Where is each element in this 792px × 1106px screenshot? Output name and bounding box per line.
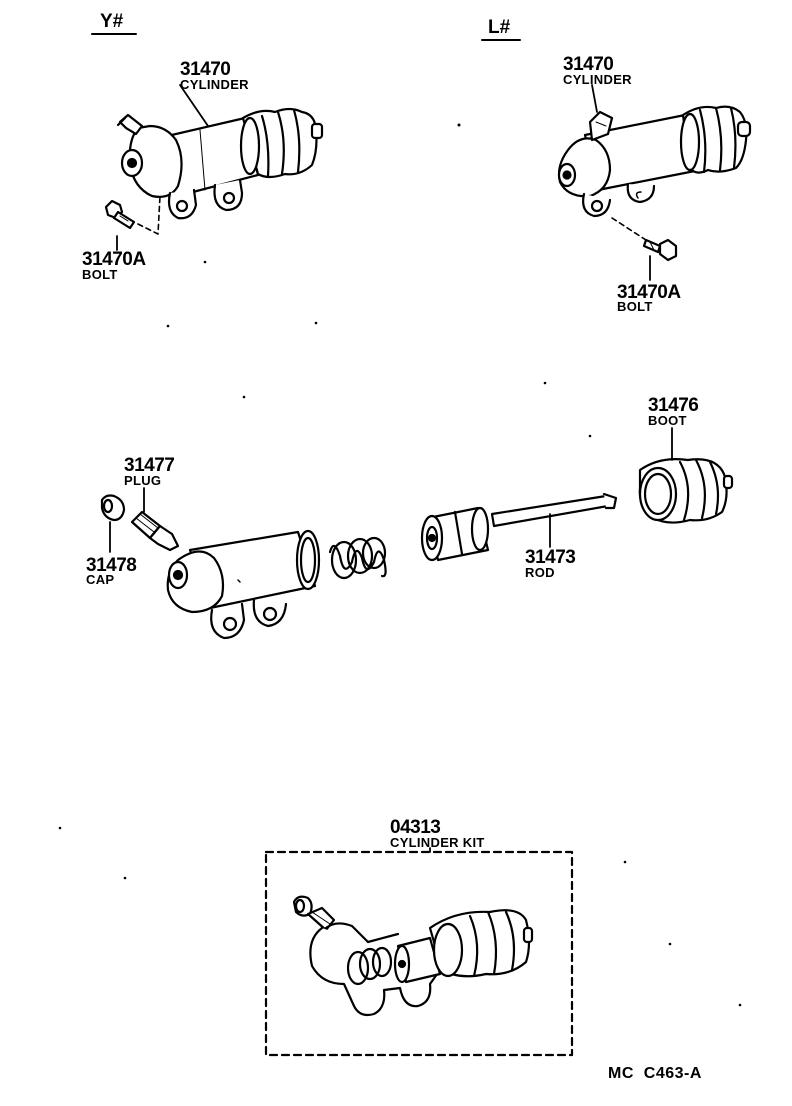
kit-plug-icon [306, 906, 336, 932]
cylinder-kit-box [264, 850, 574, 1057]
kit-boot-icon [428, 909, 534, 978]
spring-part [328, 536, 387, 580]
callout-bolt-y-name: BOLT [82, 267, 118, 282]
callout-rod-number: 31473 [525, 547, 576, 568]
callout-cylinder-l-name: CYLINDER [563, 72, 632, 87]
kit-cap-icon [292, 895, 313, 917]
kit-spring-icon [346, 946, 393, 986]
leader-cyl-y [179, 84, 209, 127]
bolt-y [104, 195, 161, 235]
scan-specks [58, 123, 742, 1007]
piston-part [420, 506, 490, 562]
callout-plug-number: 31477 [124, 455, 175, 476]
callout-boot-name: BOOT [648, 413, 687, 428]
variant-label-l: L# [488, 17, 511, 38]
cylinder-body-part [166, 529, 321, 640]
callout-cap-name: CAP [86, 572, 115, 587]
plug-part [130, 510, 180, 552]
callout-bolt-y-number: 31470A [82, 249, 146, 270]
leader-cyl-l [591, 84, 598, 113]
cylinder-assembly-y [116, 107, 324, 220]
variant-label-y: Y# [100, 11, 124, 32]
callout-cylinder-y-number: 31470 [180, 59, 231, 80]
rod-part [490, 492, 618, 528]
callout-rod-name: ROD [525, 565, 555, 580]
kit-piston-icon [393, 936, 442, 984]
callout-plug-name: PLUG [124, 473, 162, 488]
cylinder-assembly-l [557, 105, 752, 218]
bolt-l [611, 217, 678, 262]
callout-kit-number: 04313 [390, 817, 441, 838]
callout-cylinder-y-name: CYLINDER [180, 77, 249, 92]
callout-bolt-l-number: 31470A [617, 282, 681, 303]
callout-boot-number: 31476 [648, 395, 699, 416]
callout-bolt-l-name: BOLT [617, 299, 653, 314]
callout-kit-name: CYLINDER KIT [390, 835, 485, 850]
boot-part [638, 458, 734, 524]
callout-cylinder-l-number: 31470 [563, 54, 614, 75]
callout-cap-number: 31478 [86, 555, 137, 576]
cap-part [100, 494, 126, 522]
diagram-code: MC C463-A [608, 1065, 702, 1082]
